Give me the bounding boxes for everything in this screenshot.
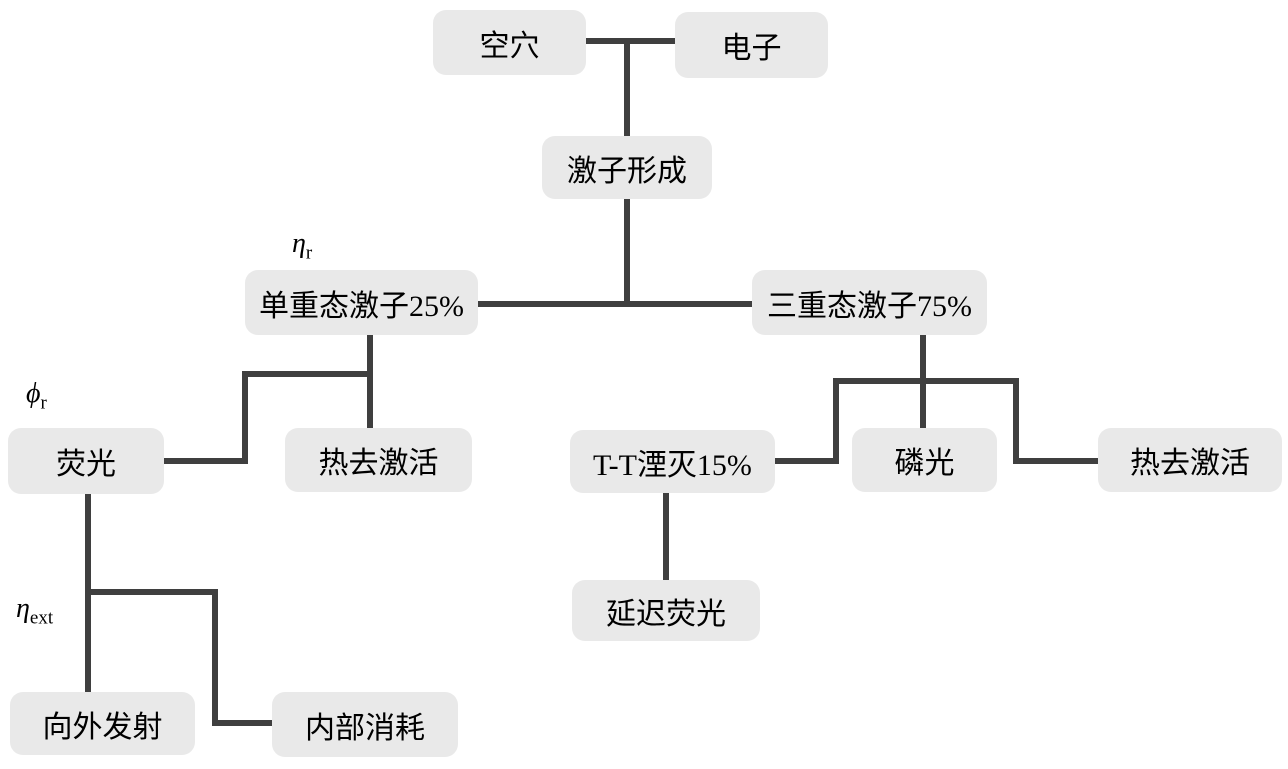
node-outward-emission-label: 向外发射 (42, 710, 163, 744)
connector-to-fluorescence (160, 458, 248, 464)
connector-triplet-bar (833, 378, 1019, 384)
node-thermal-deactivation-left: 热去激活 (285, 428, 472, 492)
node-thermal-deactivation-right-label: 热去激活 (1130, 447, 1250, 480)
node-hole-label: 空穴 (479, 29, 540, 63)
connector-branch-left-down (242, 371, 248, 464)
node-triplet-exciton: 三重态激子75% (752, 270, 987, 335)
node-fluorescence-label: 荧光 (56, 448, 116, 481)
node-singlet-exciton: 单重态激子25% (245, 270, 478, 335)
label-phi-r-subscript: r (40, 392, 47, 414)
label-phi-r: ϕr (26, 378, 47, 413)
connector-tt-to-delayed (663, 491, 669, 584)
node-internal-consumption: 内部消耗 (272, 692, 458, 757)
node-exciton-formation: 激子形成 (542, 136, 712, 199)
node-exciton-formation-label: 激子形成 (567, 154, 687, 188)
node-triplet-exciton-label: 三重态激子75% (767, 289, 972, 323)
node-fluorescence: 荧光 (8, 428, 164, 494)
label-eta-r-symbol: η (292, 228, 306, 259)
node-thermal-deactivation-right: 热去激活 (1098, 428, 1282, 492)
connector-singlet-down (367, 333, 373, 430)
connector-to-internal (212, 720, 275, 726)
node-phosphorescence-label: 磷光 (894, 447, 955, 480)
label-eta-ext: ηext (16, 593, 53, 628)
label-phi-r-symbol: ϕ (26, 378, 41, 409)
node-phosphorescence: 磷光 (852, 428, 997, 492)
node-electron-label: 电子 (721, 32, 782, 65)
connector-bar-right-down (1013, 378, 1019, 464)
node-outward-emission: 向外发射 (10, 692, 195, 755)
node-tt-annihilation: T-T湮灭15% (570, 430, 775, 493)
label-eta-ext-symbol: η (16, 593, 30, 624)
node-tt-annihilation-label: T-T湮灭15% (593, 448, 752, 482)
connector-bar-left-down (833, 378, 839, 464)
connector-to-thermal-right (1013, 458, 1100, 464)
node-singlet-exciton-label: 单重态激子25% (259, 289, 464, 323)
node-delayed-fluorescence: 延迟荧光 (572, 580, 760, 641)
connector-branch-down-internal (212, 589, 218, 726)
label-eta-r-subscript: r (305, 242, 313, 264)
label-eta-r: ηr (292, 228, 312, 263)
label-eta-ext-subscript: ext (29, 607, 54, 629)
node-thermal-deactivation-left-label: 热去激活 (318, 447, 439, 480)
connector-hole-electron (580, 38, 680, 44)
connector-singlet-branch (242, 371, 373, 377)
connector-junction-to-exciton (624, 38, 630, 136)
connector-exciton-to-split (624, 198, 630, 307)
node-hole: 空穴 (433, 10, 586, 75)
connector-to-tt-annihilation (772, 458, 839, 464)
node-internal-consumption-label: 内部消耗 (305, 711, 425, 745)
connector-singlet-triplet (478, 301, 752, 307)
node-delayed-fluorescence-label: 延迟荧光 (606, 597, 726, 631)
connector-fluorescence-branch (85, 589, 218, 595)
node-electron: 电子 (675, 12, 828, 78)
